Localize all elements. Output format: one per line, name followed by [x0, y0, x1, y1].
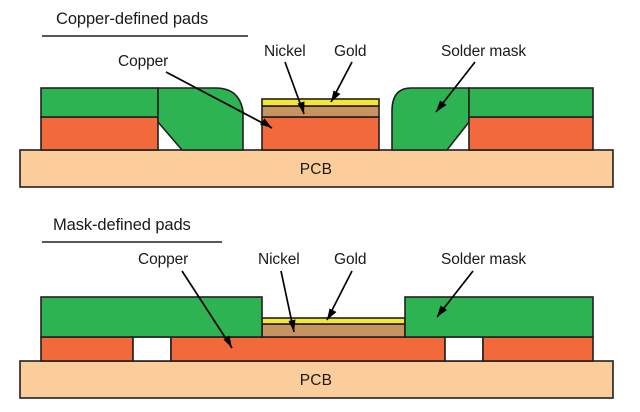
gold-layer-bottom — [261, 317, 406, 325]
callout-label-gold-bottom: Gold — [334, 251, 366, 268]
copper-layer-bottom-segment-3 — [482, 336, 594, 362]
solder-mask-left-top — [40, 87, 159, 118]
callout-label-copper-top: Copper — [118, 53, 168, 70]
copper-pad-left-top — [40, 116, 159, 151]
callout-arrowhead-solder-mask-top — [436, 100, 447, 112]
callout-leader-copper-bottom — [181, 270, 233, 349]
pcb-label-top: PCB — [300, 161, 332, 178]
gold-layer-center-top — [261, 98, 380, 107]
callout-label-copper-bottom: Copper — [138, 251, 188, 268]
pcb-substrate-top — [19, 149, 614, 188]
callout-label-solder-mask-bottom: Solder mask — [441, 251, 526, 268]
copper-pad-center-top — [261, 116, 380, 151]
panel-copper-defined: PCB Copper-defined pads Copper Nickel Go… — [19, 10, 614, 188]
copper-gap-bottom-1 — [132, 336, 172, 362]
callout-label-solder-mask-top: Solder mask — [441, 43, 526, 60]
callout-arrowhead-nickel-top — [297, 101, 305, 114]
callout-leader-copper-top — [165, 71, 273, 129]
callout-arrowhead-copper-top — [260, 118, 272, 128]
callout-arrowhead-gold-bottom — [327, 308, 337, 320]
callout-arrowhead-nickel-bottom — [288, 319, 296, 332]
solder-mask-shoulder-left-top — [157, 87, 244, 151]
callout-label-gold-top: Gold — [334, 43, 366, 60]
callout-label-nickel-bottom: Nickel — [258, 251, 300, 268]
panel-title-mask-defined: Mask-defined pads — [53, 216, 191, 234]
copper-pad-right-top — [468, 116, 594, 151]
copper-gap-bottom-2 — [444, 336, 484, 362]
pcb-label-bottom: PCB — [300, 372, 332, 389]
copper-layer-bottom-segment-1 — [40, 336, 134, 362]
solder-mask-shoulder-right-top — [391, 87, 470, 151]
copper-layer-bottom-segment-2 — [170, 336, 446, 362]
panel-title-copper-defined: Copper-defined pads — [56, 10, 208, 28]
callout-arrowhead-solder-mask-bottom — [437, 305, 447, 317]
pcb-substrate-bottom — [19, 360, 614, 399]
callout-arrowhead-gold-top — [331, 90, 341, 102]
callout-arrowhead-copper-bottom — [223, 335, 232, 348]
callout-label-nickel-top: Nickel — [264, 43, 306, 60]
solder-mask-right-top — [468, 87, 594, 118]
solder-mask-left-bottom — [40, 296, 263, 338]
nickel-layer-center-top — [261, 105, 380, 118]
nickel-layer-bottom — [261, 323, 406, 338]
panel-mask-defined: PCB Mask-defined pads Copper Nickel Gold… — [19, 216, 614, 399]
solder-mask-right-bottom — [404, 296, 594, 338]
